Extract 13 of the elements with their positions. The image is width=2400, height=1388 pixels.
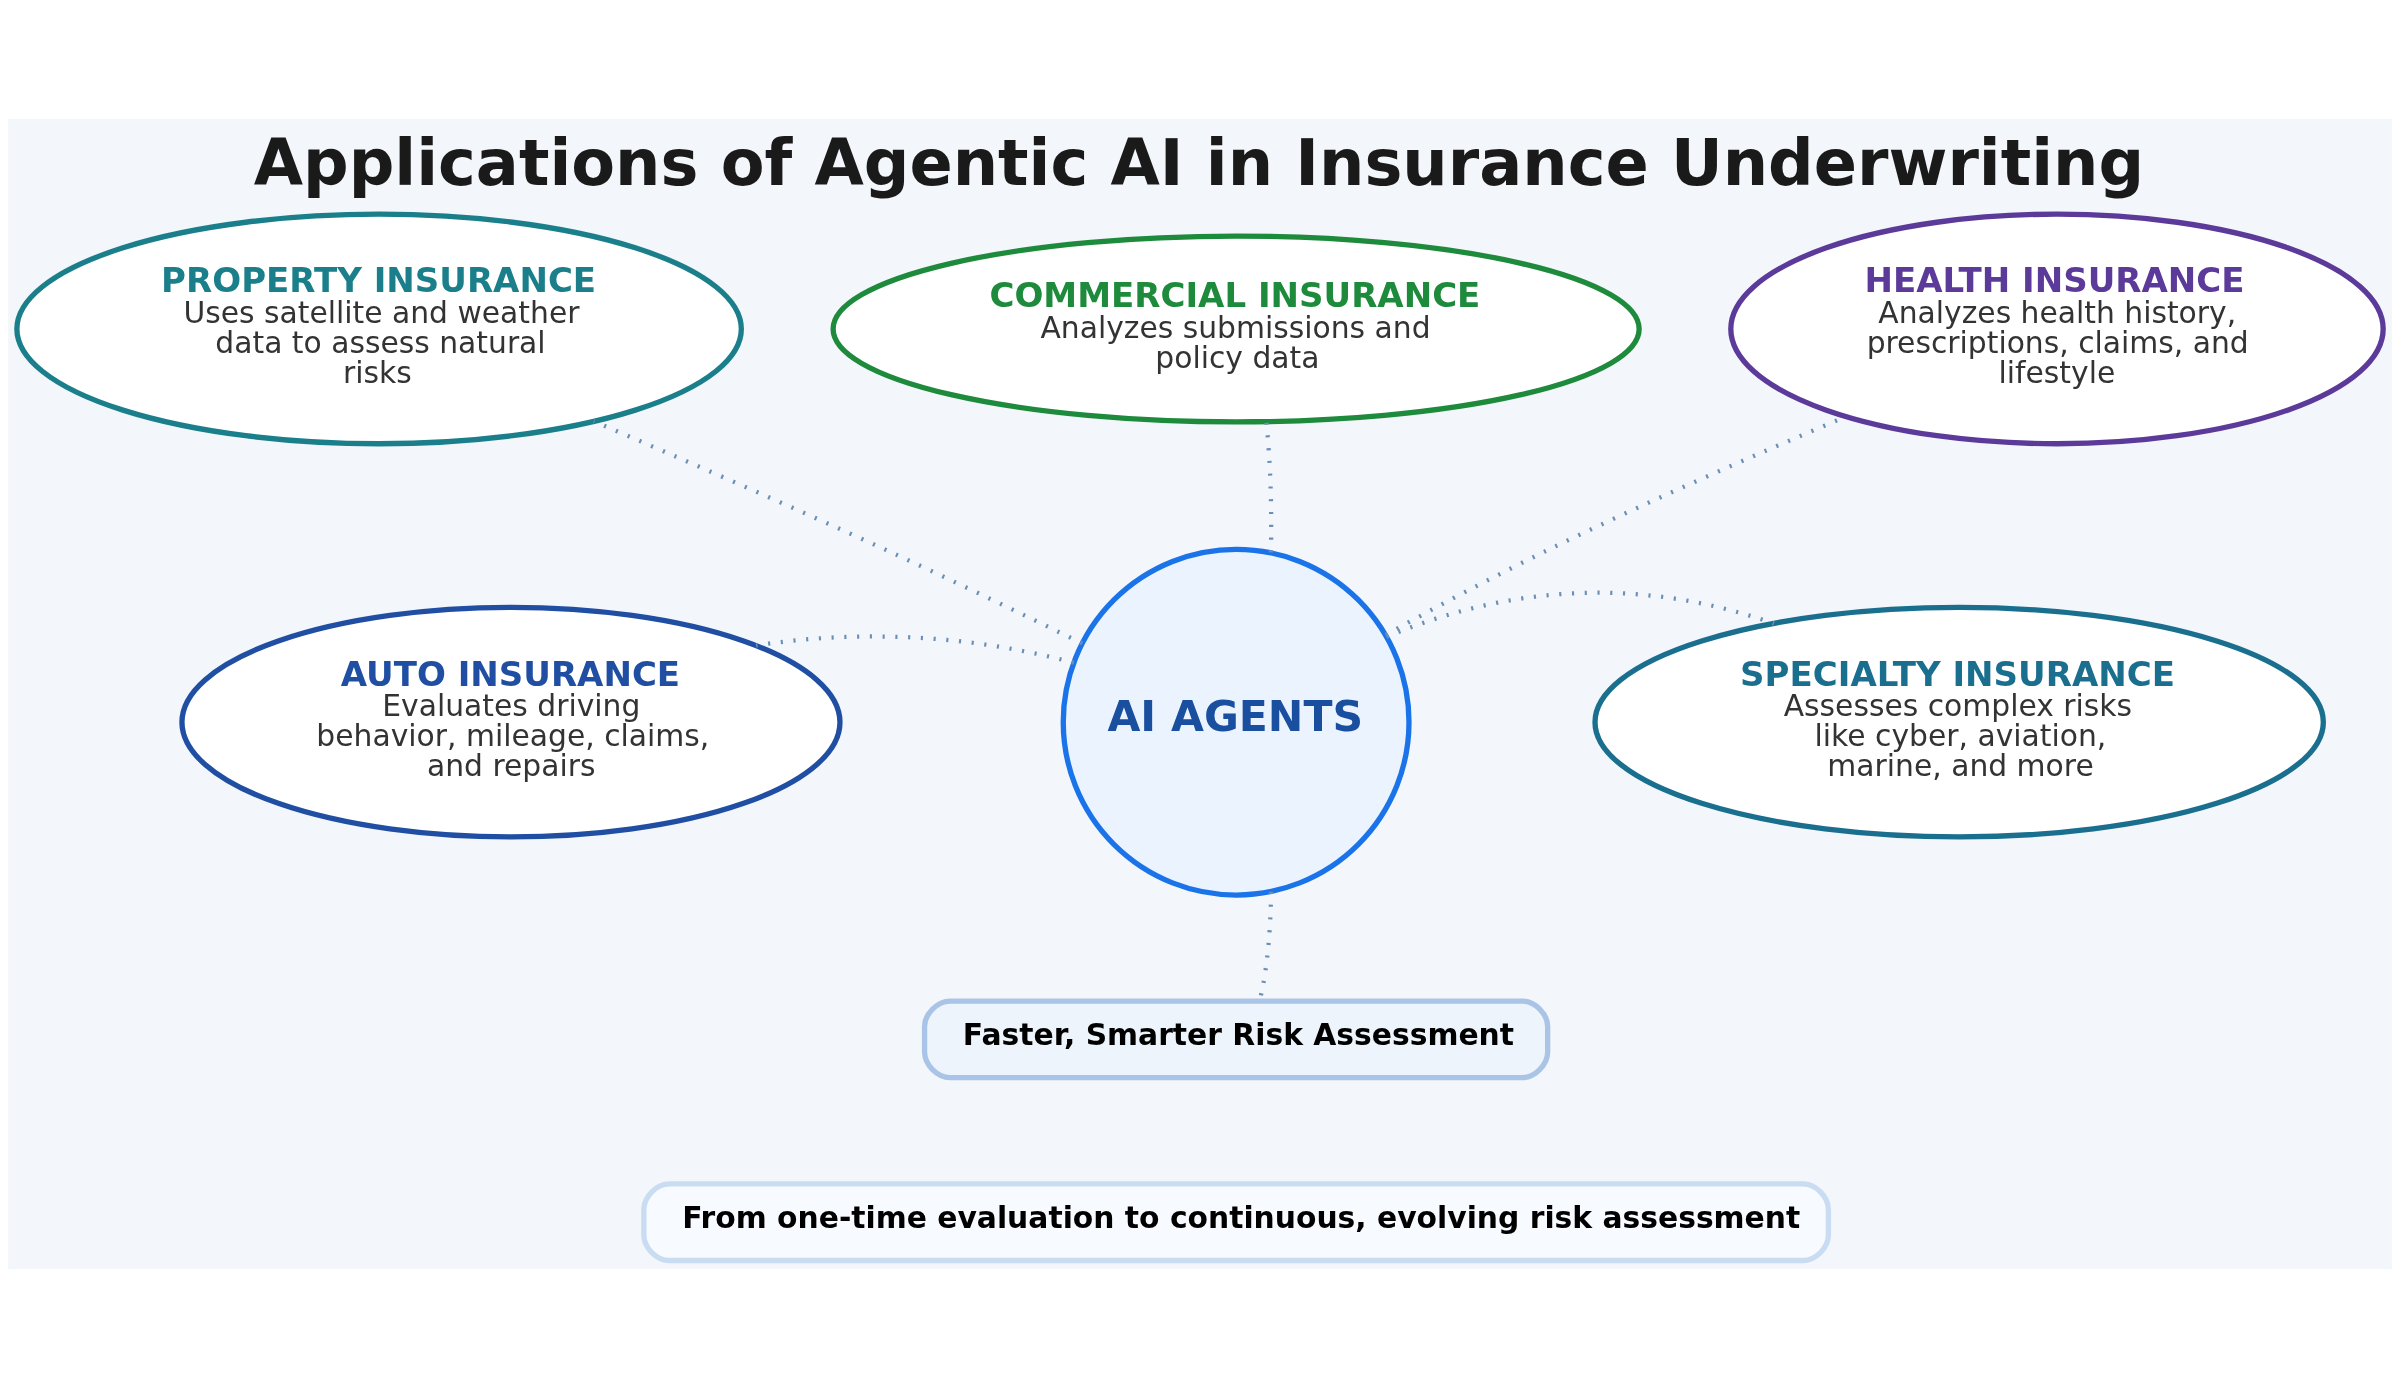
- connector: [592, 419, 1084, 646]
- node-box: Faster, Smarter Risk Assessment: [921, 998, 1551, 1081]
- node-ellipse: COMMERCIAL INSURANCE Analyzes submissions and policy data: [830, 233, 1642, 425]
- node-ellipse: PROPERTY INSURANCE Uses satellite and weather data to assess natural risks: [14, 211, 744, 447]
- node-circle: AI AGENTS: [1060, 546, 1412, 898]
- node-ellipse: SPECIALTY INSURANCE Assesses complex risks like cyber, aviation, marine, and more: [1592, 604, 2326, 840]
- node-ellipse: AUTO INSURANCE Evaluates driving behavior, mileage, claims, and repairs: [179, 604, 843, 840]
- node-ellipse: HEALTH INSURANCE Analyzes health history, prescriptions, claims, and lifestyle: [1728, 211, 2386, 447]
- connector: [1264, 422, 1274, 553]
- connector: [1385, 590, 1775, 639]
- diagram-title: Applications of Agentic AI in Insurance Underwriting: [253, 125, 2145, 200]
- connector: [755, 634, 1075, 665]
- node-box: From one-time evaluation to continuous, evolving risk assessment: [641, 1181, 1832, 1264]
